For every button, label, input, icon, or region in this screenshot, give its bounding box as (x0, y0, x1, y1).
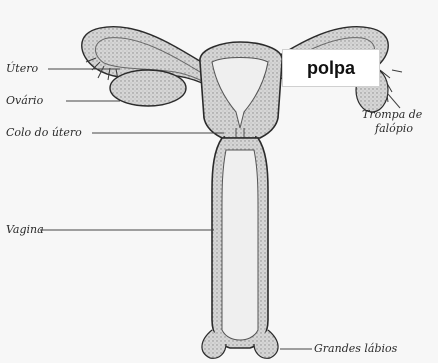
ovary-left (110, 70, 186, 106)
leader-trompa (388, 94, 400, 108)
label-ovario: Ovário (6, 95, 43, 107)
label-trompa-line2: falópio (375, 123, 413, 135)
vaginal-canal (222, 150, 258, 340)
callout-box: polpa (282, 49, 380, 87)
label-grandes-labios: Grandes lábios (314, 343, 397, 355)
label-vagina: Vagina (6, 224, 44, 236)
label-trompa-line1: Trompa de (362, 109, 422, 121)
label-utero: Útero (6, 63, 38, 75)
label-colo-do-utero: Colo do útero (6, 127, 82, 139)
